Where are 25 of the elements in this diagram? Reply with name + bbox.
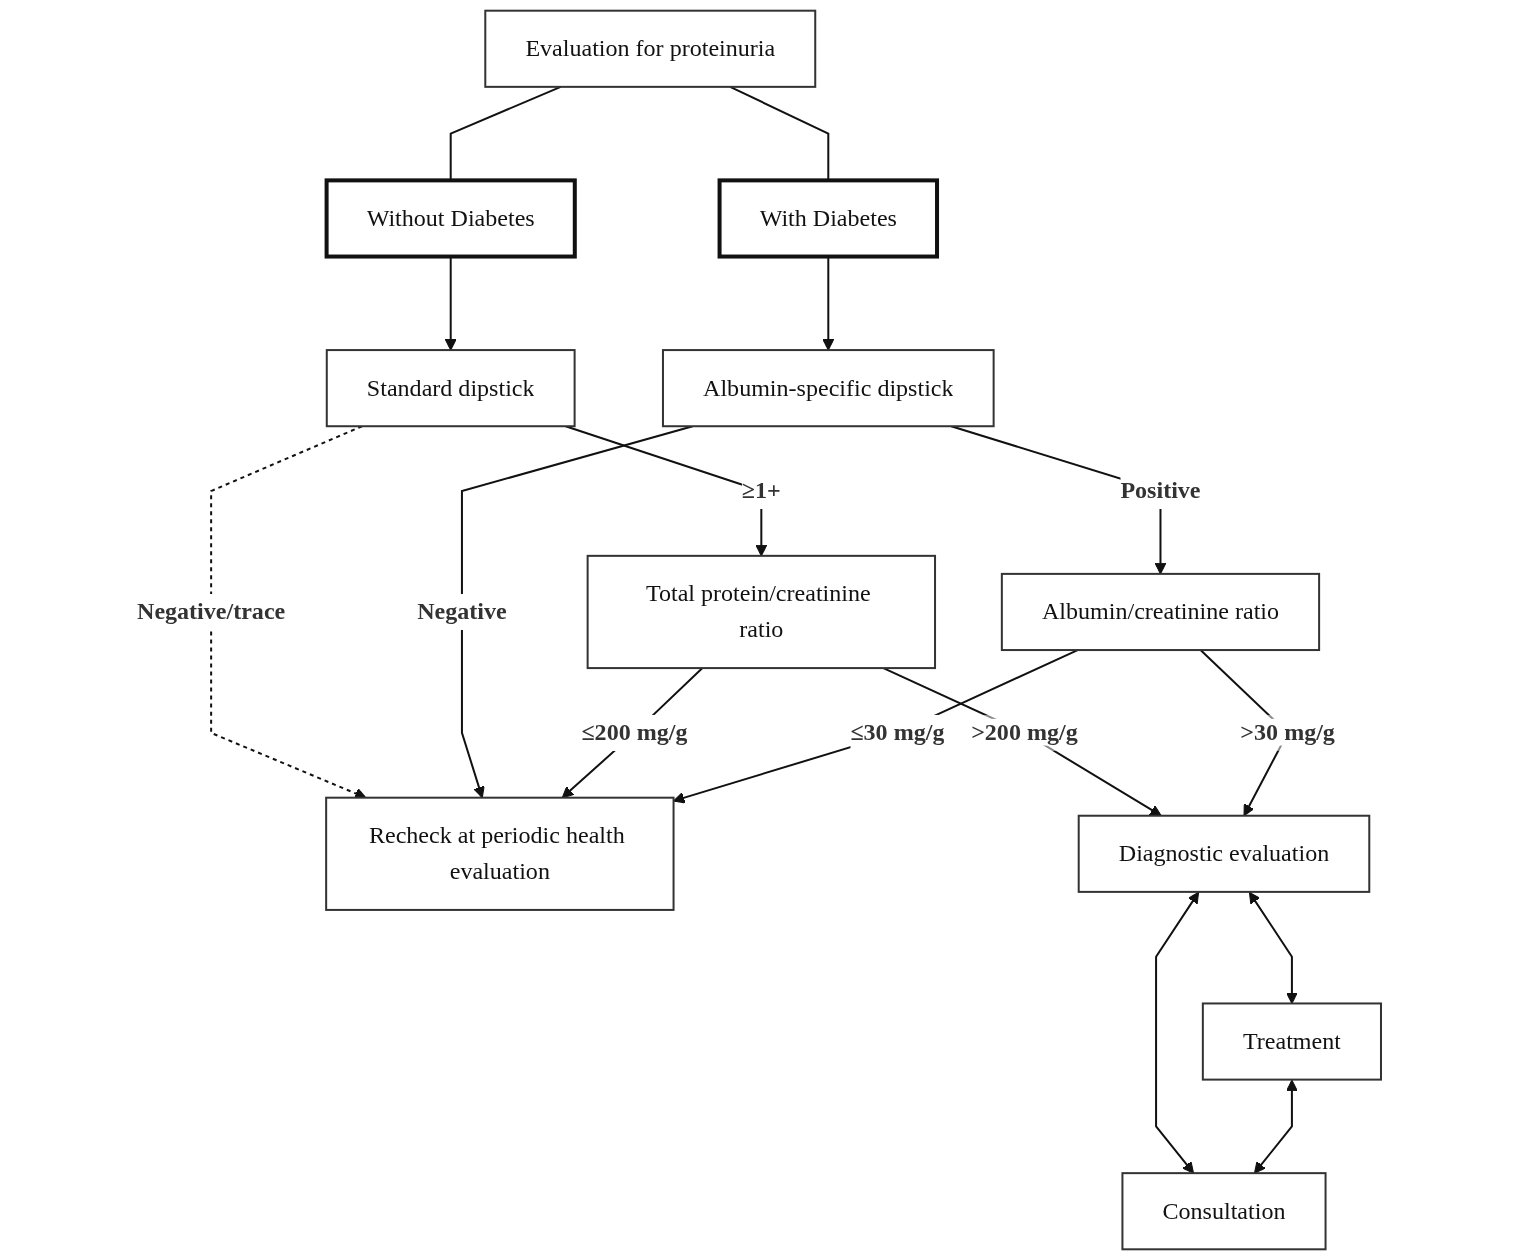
arrow xyxy=(561,667,704,799)
node-box: Without Diabetes xyxy=(324,178,577,259)
node-box: Diagnostic evaluation xyxy=(1077,814,1371,893)
arrow xyxy=(882,667,1162,817)
arrow xyxy=(1253,1079,1298,1174)
node-box: Evaluation for proteinuria xyxy=(484,9,817,88)
edge-label: Negative/trace xyxy=(137,597,286,625)
node-box: Total protein/creatinine ratio xyxy=(586,554,937,670)
node-box: Consultation xyxy=(1121,1172,1327,1251)
edge-label: ≤30 mg/g xyxy=(850,718,945,746)
node-box: Treatment xyxy=(1201,1002,1382,1081)
node-box: With Diabetes xyxy=(717,178,940,259)
arrow xyxy=(1155,891,1200,1174)
node-box: Recheck at periodic health evaluation xyxy=(325,796,675,911)
edge-label: ≤200 mg/g xyxy=(581,718,688,746)
edge-label: Negative xyxy=(417,597,507,625)
edge-label: >200 mg/g xyxy=(971,718,1078,746)
edge-label: ≥1+ xyxy=(741,477,781,504)
node-box: Albumin/creatinine ratio xyxy=(1000,572,1321,652)
edge-label: >30 mg/g xyxy=(1240,718,1335,746)
arrow xyxy=(210,425,367,799)
node-box: Standard dipstick xyxy=(325,349,576,428)
edge-label: Positive xyxy=(1120,477,1201,504)
arrow xyxy=(1248,891,1298,1004)
node-box: Albumin-specific dipstick xyxy=(661,349,995,428)
